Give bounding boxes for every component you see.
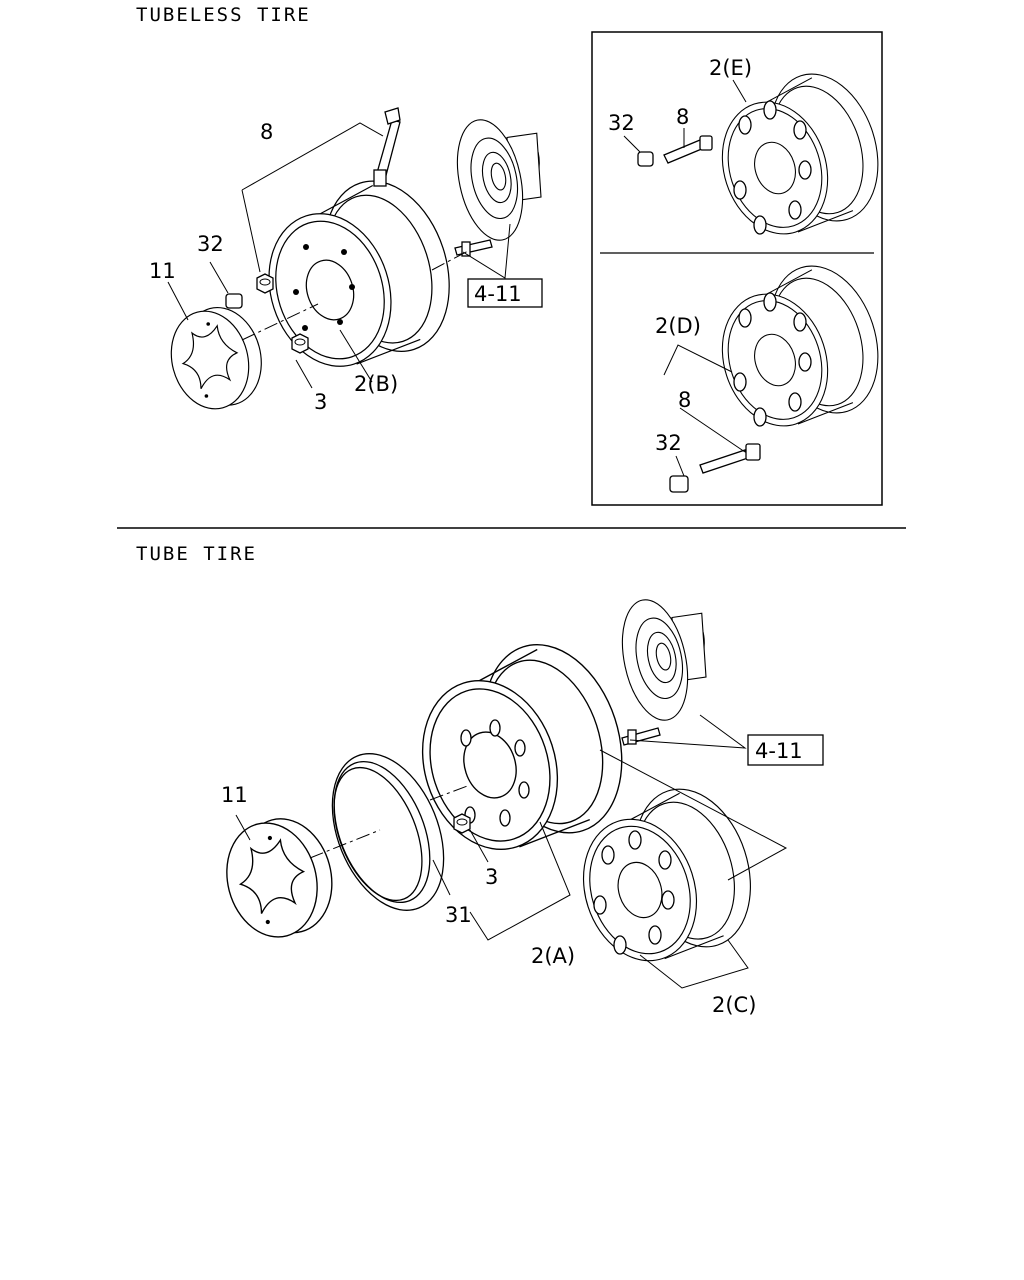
- tubeless-section-title: TUBELESS TIRE: [136, 4, 311, 26]
- hex-nut-3-tube: [453, 813, 471, 834]
- valve-stem-8-tubeless: [373, 107, 401, 187]
- inset-box: [591, 31, 883, 506]
- wheel-2d: [705, 251, 897, 441]
- center-cap-11-tubeless: [160, 298, 273, 419]
- label-32-e: 32: [608, 111, 635, 135]
- rim-flap-31: [331, 753, 445, 911]
- label-31: 31: [445, 903, 472, 927]
- wheel-2c: [565, 773, 771, 977]
- label-8-e: 8: [676, 105, 689, 129]
- label-2b: 2(B): [354, 372, 398, 396]
- label-4-11-tubeless: 4-11: [474, 282, 522, 306]
- wheel-2a: [400, 626, 646, 868]
- label-32-tubeless: 32: [197, 232, 224, 256]
- stud-bolt-tube: [621, 727, 661, 746]
- label-3-tube: 3: [485, 865, 498, 889]
- wheel-2e: [705, 59, 897, 249]
- hex-nut-valve: [256, 273, 274, 294]
- wheel-2b: [249, 164, 471, 383]
- valve-stem-8-e: [663, 135, 713, 164]
- label-2e: 2(E): [709, 56, 752, 80]
- label-2c: 2(C): [712, 993, 756, 1017]
- tube-section-title: TUBE TIRE: [136, 543, 257, 565]
- valve-cap-32-d: [669, 475, 689, 493]
- stud-bolt-tubeless: [454, 239, 493, 257]
- hub-drum-tubeless: [446, 113, 542, 247]
- hex-nut-3: [291, 333, 309, 354]
- valve-cap-32-e: [637, 151, 654, 167]
- ref-box-tubeless: [467, 278, 543, 308]
- label-8-d: 8: [678, 388, 691, 412]
- valve-stem-8-d: [699, 443, 761, 474]
- label-2d: 2(D): [655, 314, 701, 338]
- hub-drum-tube: [611, 593, 707, 727]
- valve-cap-32: [225, 293, 243, 309]
- ref-box-tube: [747, 734, 824, 766]
- label-11-tubeless: 11: [149, 259, 176, 283]
- center-cap-11-tube: [213, 807, 345, 948]
- label-3-tubeless: 3: [314, 390, 327, 414]
- label-11-tube: 11: [221, 783, 248, 807]
- label-32-d: 32: [655, 431, 682, 455]
- label-2a: 2(A): [531, 944, 575, 968]
- label-4-11-tube: 4-11: [755, 739, 803, 763]
- label-8-tubeless: 8: [260, 120, 273, 144]
